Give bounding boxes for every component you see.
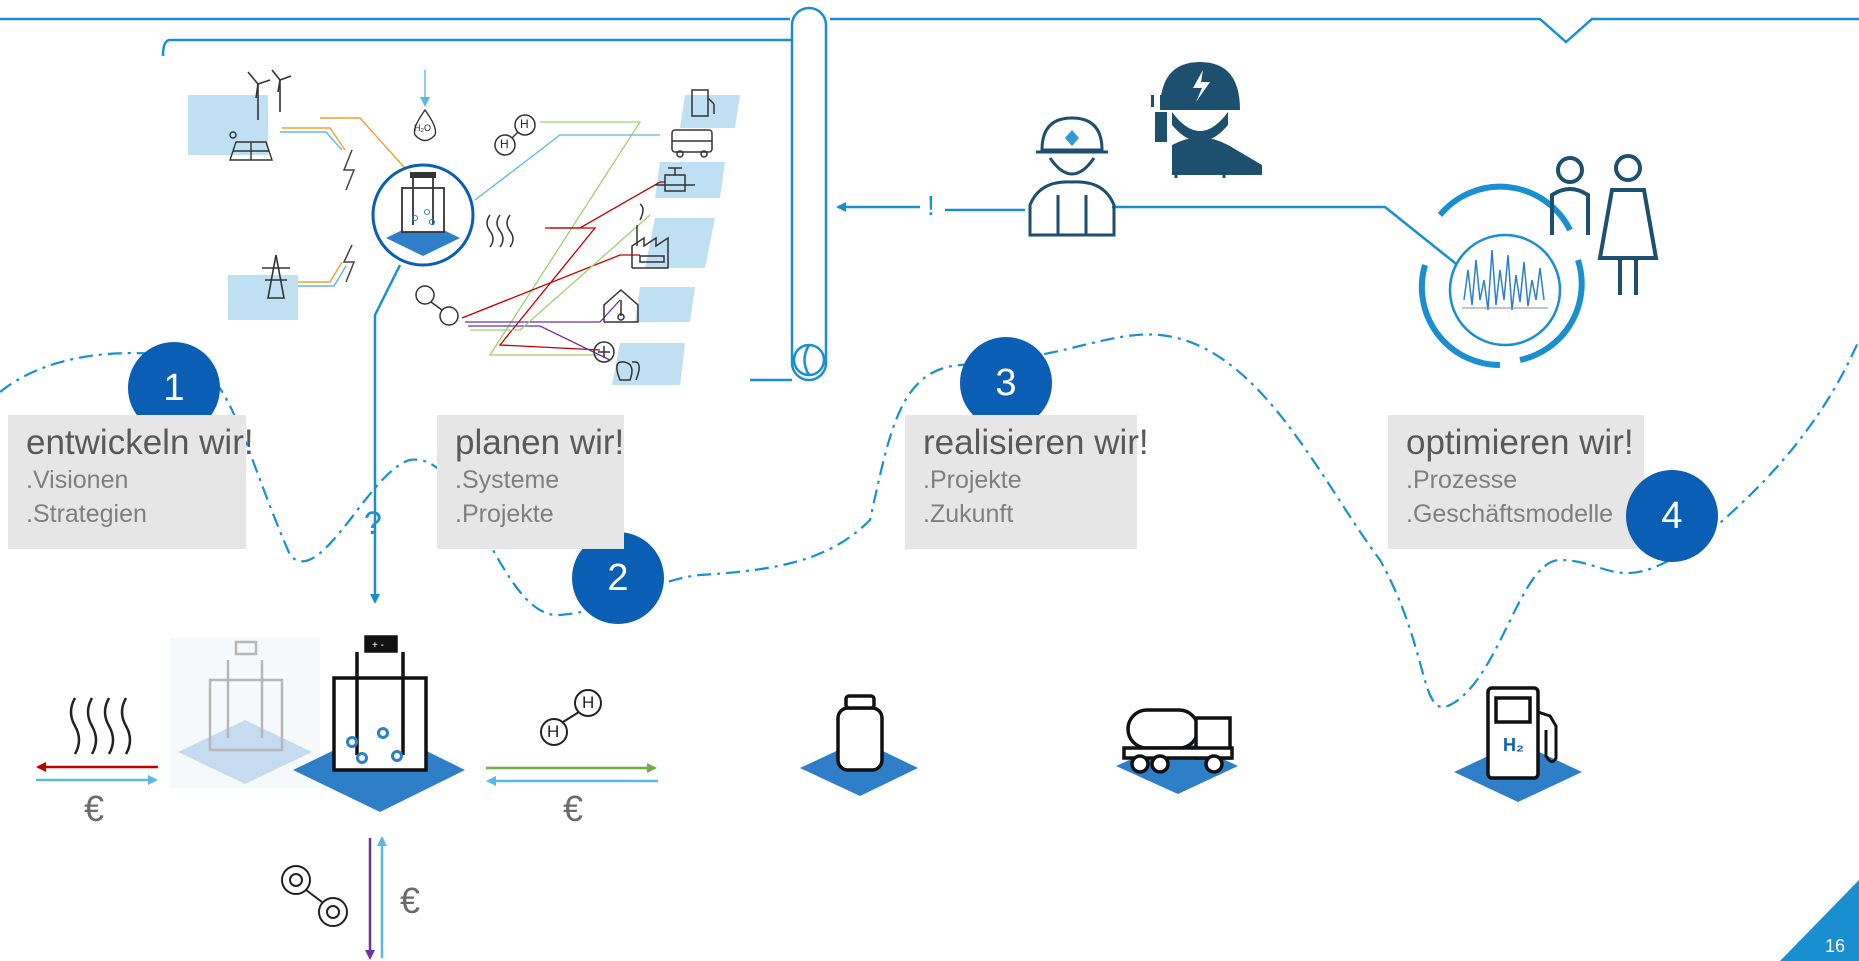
step-2-item: .Systeme [455,466,560,494]
heat-waves-icon [486,214,514,248]
step-1-box: entwickeln wir! .Visionen .Strategien [8,415,254,549]
feedback-connector [836,202,1471,276]
top-border-line [0,17,1859,44]
step-1-title: entwickeln wir! [26,423,254,462]
hydrogen-atom-label: H [500,137,509,151]
oxygen-output-icon [281,865,348,927]
tanker-truck-icon [1116,708,1238,794]
health-icon [593,341,640,381]
step-4-badge: 4 [1626,470,1718,562]
page-number: 16 [1824,936,1845,956]
svg-text:+ -: + - [372,640,384,651]
hydrogen-atom-label: H [582,693,595,712]
electricity-icon [342,149,356,191]
h2-fuel-station-icon [1454,686,1582,802]
power-pylon-icon [262,254,290,299]
hydrogen-molecule-icon [494,114,536,156]
hydrogen-flow-arrows [486,763,658,786]
optimization-cycle-icon [1418,183,1585,369]
step-3-box: realisieren wir! .Projekte .Zukunft [905,415,1149,549]
euro-label-oxygen: € [400,880,421,921]
heat-output-icon [69,697,132,755]
house-thermometer-icon [603,288,639,323]
step-4-item: .Geschäftsmodelle [1406,500,1614,528]
electricity-icon [342,244,356,283]
heat-flow-arrows [36,762,158,785]
step-4-title: optimieren wir! [1406,423,1634,462]
gas-cylinder-icon [800,694,918,796]
water-label: H₂O [414,123,431,133]
electrolyser-main-icon: + - [293,635,465,812]
step-3-item: .Projekte [923,466,1022,494]
step-3-badge: 3 [960,337,1052,429]
pump-h2-label: H₂ [1503,735,1524,755]
solar-panel-icon [229,131,273,161]
hydrogen-atom-label: H [520,117,529,131]
plan-scroll-outline [161,6,828,382]
factory-icon [631,203,669,269]
euro-label-hydrogen: € [563,788,584,829]
euro-label-heat: € [84,788,105,829]
electrolyser-hub-icon [371,163,475,267]
exclamation-label: ! [927,190,935,221]
fuel-pump-icon [691,89,715,117]
electrician-icon [1151,62,1262,178]
step-1-item: .Strategien [26,500,147,528]
hydrogen-output-icon [540,689,602,746]
water-drop-icon [413,70,437,142]
electrolyser-ghost-icon [170,638,320,788]
question-label: ? [364,505,382,541]
step-1-item: .Visionen [26,466,129,494]
step-4-box: optimieren wir! .Prozesse .Geschäftsmode… [1388,415,1644,549]
step-2-item: .Projekte [455,500,554,528]
step-2-title: planen wir! [455,423,625,462]
wind-turbine-icon [247,69,292,120]
question-connector [370,264,402,604]
step-2-box: planen wir! .Systeme .Projekte [437,415,624,549]
journey-path [0,333,1859,708]
bus-icon [671,129,713,158]
lightning-bolt-icon [1193,70,1210,102]
step-3-title: realisieren wir! [923,423,1149,462]
people-icon [1550,154,1659,295]
gas-valve-icon [655,167,695,192]
hydrogen-atom-label: H [547,722,560,741]
oxygen-molecule-icon [415,285,459,326]
energy-system-diagram [188,69,740,385]
step-3-item: .Zukunft [923,500,1014,528]
oxygen-flow-arrows [365,836,387,960]
step-4-item: .Prozesse [1406,466,1518,494]
engineer-icon [1028,116,1116,237]
